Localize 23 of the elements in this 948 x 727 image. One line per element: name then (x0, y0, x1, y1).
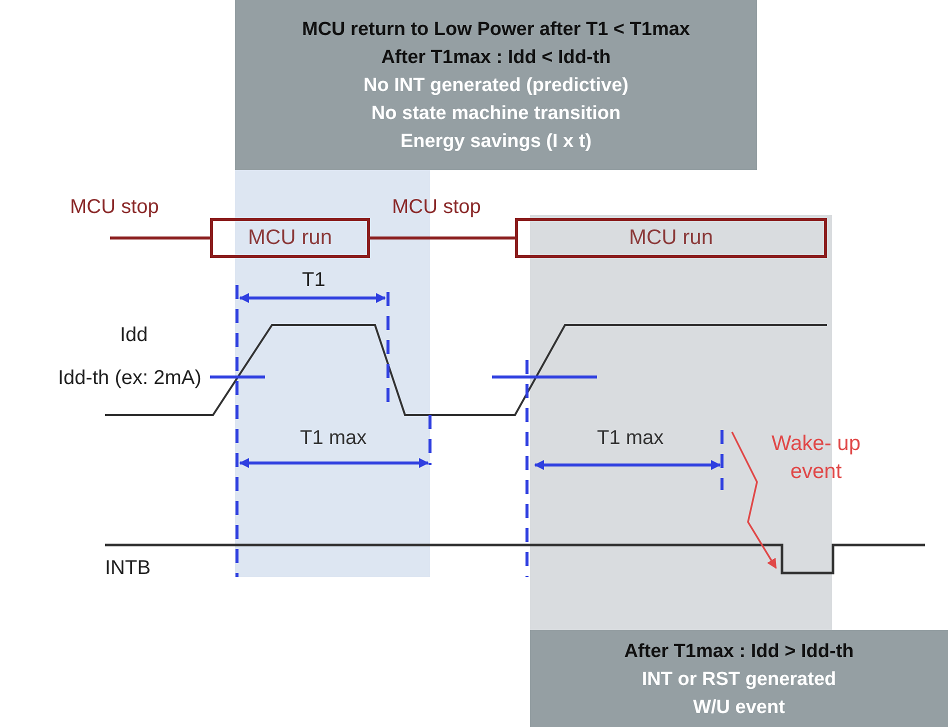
duration-label: T1 (302, 268, 326, 292)
signal-line (370, 236, 515, 240)
note-panel (530, 630, 948, 727)
signal-label: Idd (120, 323, 148, 347)
note-heading: After T1max : Idd < Idd-th (381, 46, 611, 70)
note-heading: After T1max : Idd > Idd-th (624, 640, 854, 664)
arrow (731, 432, 777, 569)
event-label: Wake- up event (732, 430, 898, 486)
note-text: No state machine transition (371, 102, 621, 126)
note-panel (235, 0, 757, 170)
threshold-label: Idd-th (ex: 2mA) (58, 366, 202, 390)
note-text: No INT generated (predictive) (364, 74, 628, 98)
note-text: Energy savings (I x t) (400, 130, 592, 154)
note-heading: MCU return to Low Power after T1 < T1max (302, 18, 690, 42)
duration-label: T1 max (300, 426, 367, 450)
duration-label: T1 max (597, 426, 664, 450)
note-text: W/U event (693, 696, 785, 720)
state-box: MCU run (515, 218, 827, 258)
note-text: INT or RST generated (642, 668, 836, 692)
state-box: MCU run (210, 218, 370, 258)
signal-label: INTB (105, 556, 151, 580)
state-label: MCU stop (70, 195, 159, 219)
state-label: MCU stop (392, 195, 481, 219)
